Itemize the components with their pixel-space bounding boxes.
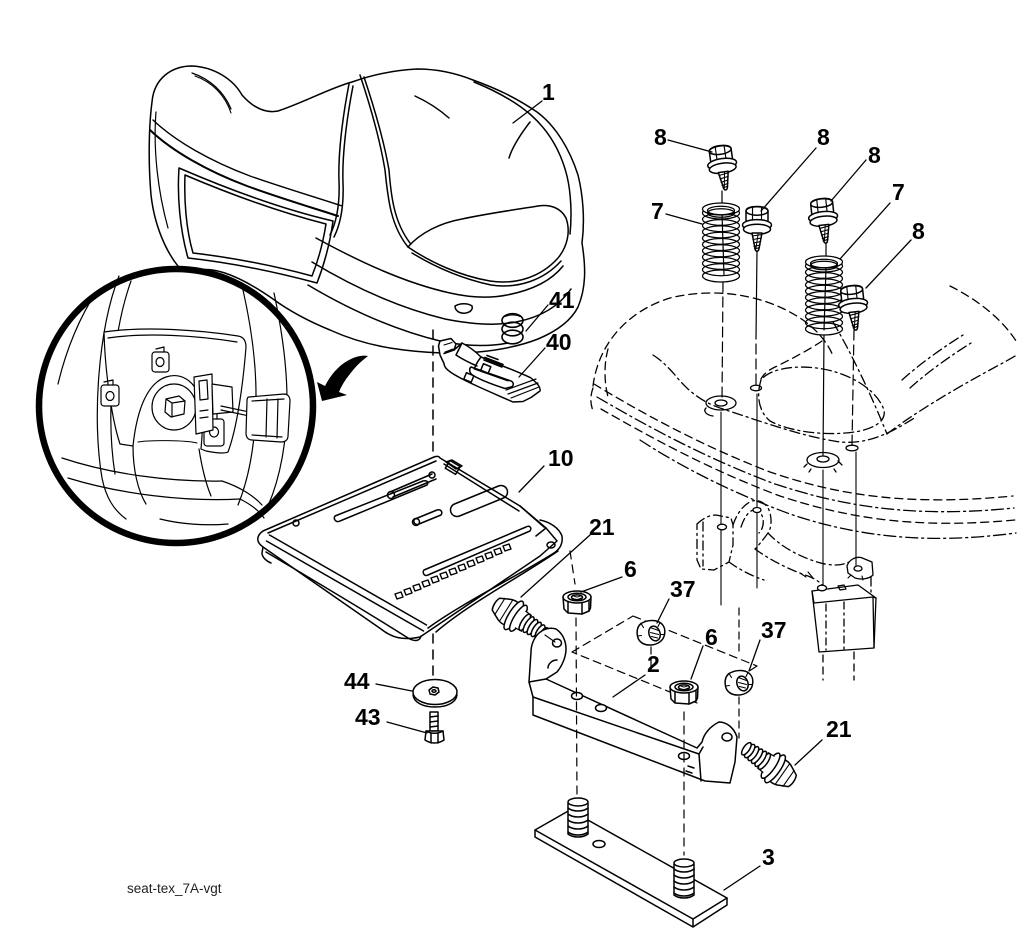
svg-text:3: 3 <box>762 844 775 870</box>
svg-text:8: 8 <box>868 142 881 168</box>
svg-text:1: 1 <box>542 79 555 105</box>
svg-text:43: 43 <box>355 704 381 730</box>
svg-text:2: 2 <box>647 651 660 677</box>
svg-text:21: 21 <box>589 514 615 540</box>
svg-text:41: 41 <box>549 287 575 313</box>
svg-text:40: 40 <box>546 329 572 355</box>
svg-text:21: 21 <box>826 716 852 742</box>
svg-text:44: 44 <box>344 668 370 694</box>
svg-text:6: 6 <box>705 624 718 650</box>
svg-text:8: 8 <box>912 218 925 244</box>
svg-text:10: 10 <box>548 445 574 471</box>
svg-text:8: 8 <box>817 124 830 150</box>
svg-text:seat-tex_7A-vgt: seat-tex_7A-vgt <box>127 881 222 896</box>
svg-text:37: 37 <box>670 576 696 602</box>
svg-text:6: 6 <box>624 556 637 582</box>
svg-text:37: 37 <box>761 617 787 643</box>
svg-text:7: 7 <box>651 198 664 224</box>
svg-text:8: 8 <box>654 124 667 150</box>
svg-text:7: 7 <box>892 179 905 205</box>
